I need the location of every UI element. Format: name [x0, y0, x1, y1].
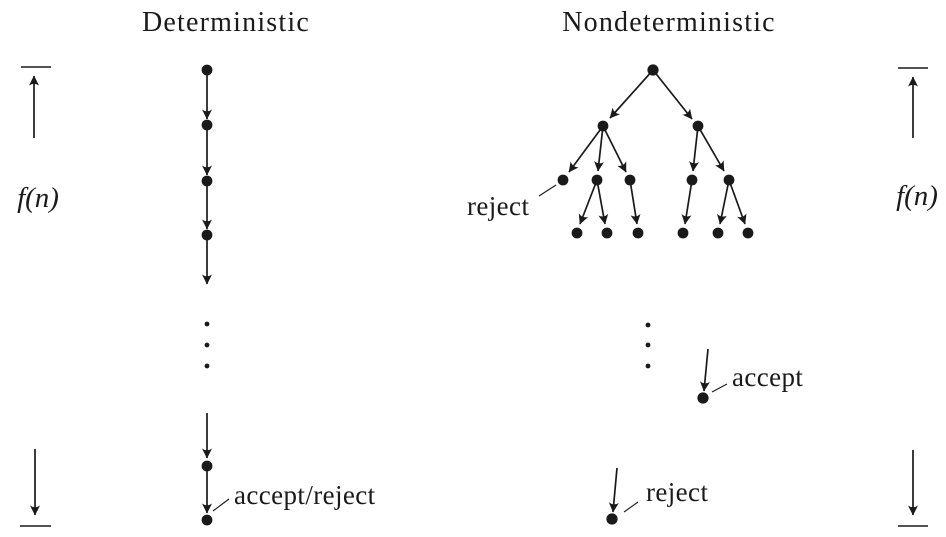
config-node: [201, 175, 213, 187]
nondeterministic-tree: [538, 64, 754, 525]
tree-edge-arrow: [681, 179, 693, 225]
bottom-reject-label: reject: [646, 477, 709, 507]
tree-leaf-node: [632, 227, 644, 239]
config-node: [201, 229, 213, 241]
label-connector-line: [212, 498, 230, 512]
tree-node: [591, 174, 603, 186]
tree-edge-arrow: [629, 179, 641, 225]
tree-leaf-node: [571, 227, 583, 239]
right-time-bracket: [898, 67, 928, 527]
tree-edge-arrow: [697, 125, 725, 172]
deterministic-title: Deterministic: [141, 7, 311, 38]
tree-leaf-node: [742, 227, 754, 239]
ellipsis-dot: [204, 363, 210, 369]
halt-node: [201, 514, 213, 526]
ellipsis-dot: [645, 363, 651, 369]
ellipsis-dot: [204, 342, 210, 348]
config-node: [201, 119, 213, 131]
tree-edge-arrow: [717, 179, 730, 225]
label-connector-line: [538, 184, 557, 197]
tree-edge-arrow: [602, 125, 627, 173]
tree-root-node: [647, 64, 659, 76]
tree-node: [723, 174, 735, 186]
nondeterministic-title: Nondeterministic: [562, 7, 776, 38]
reject-branch-arrow: [608, 467, 619, 513]
ellipsis-dot: [204, 321, 210, 327]
label-connector-line: [711, 383, 728, 393]
deterministic-chain: [201, 64, 230, 526]
tree-leaf-node: [677, 227, 689, 239]
tree-edge-arrow: [568, 125, 604, 173]
reject-node: [606, 513, 618, 525]
tree-leaf-node: [712, 227, 724, 239]
accept-node: [697, 392, 709, 404]
tree-edge-arrow: [594, 125, 605, 172]
tree-node: [597, 120, 609, 132]
tree-node: [624, 174, 636, 186]
tree-edge-arrow: [689, 125, 700, 172]
time-function-label-left: f(n): [17, 182, 59, 214]
tree-edge-arrow: [596, 179, 609, 225]
tree-node: [686, 174, 698, 186]
tree-edge-arrow: [609, 69, 654, 119]
tree-reject-node: [557, 174, 569, 186]
accept-branch-arrow: [699, 348, 710, 392]
config-node: [201, 64, 213, 76]
tree-edge-arrow: [728, 179, 747, 225]
deterministic-outcome-label: accept/reject: [234, 480, 376, 510]
ellipsis-dot: [645, 342, 651, 348]
label-connector-line: [623, 501, 639, 513]
left-time-bracket: [20, 66, 51, 527]
tree-edge-arrow: [578, 179, 598, 225]
tree-node: [692, 120, 704, 132]
accept-label: accept: [732, 362, 804, 392]
config-node: [201, 460, 213, 472]
reject-branch-label: reject: [467, 191, 530, 221]
ellipsis-dot: [645, 322, 651, 328]
tree-leaf-node: [601, 227, 613, 239]
time-function-label-right: f(n): [896, 180, 938, 212]
tree-edge-arrow: [652, 69, 693, 120]
